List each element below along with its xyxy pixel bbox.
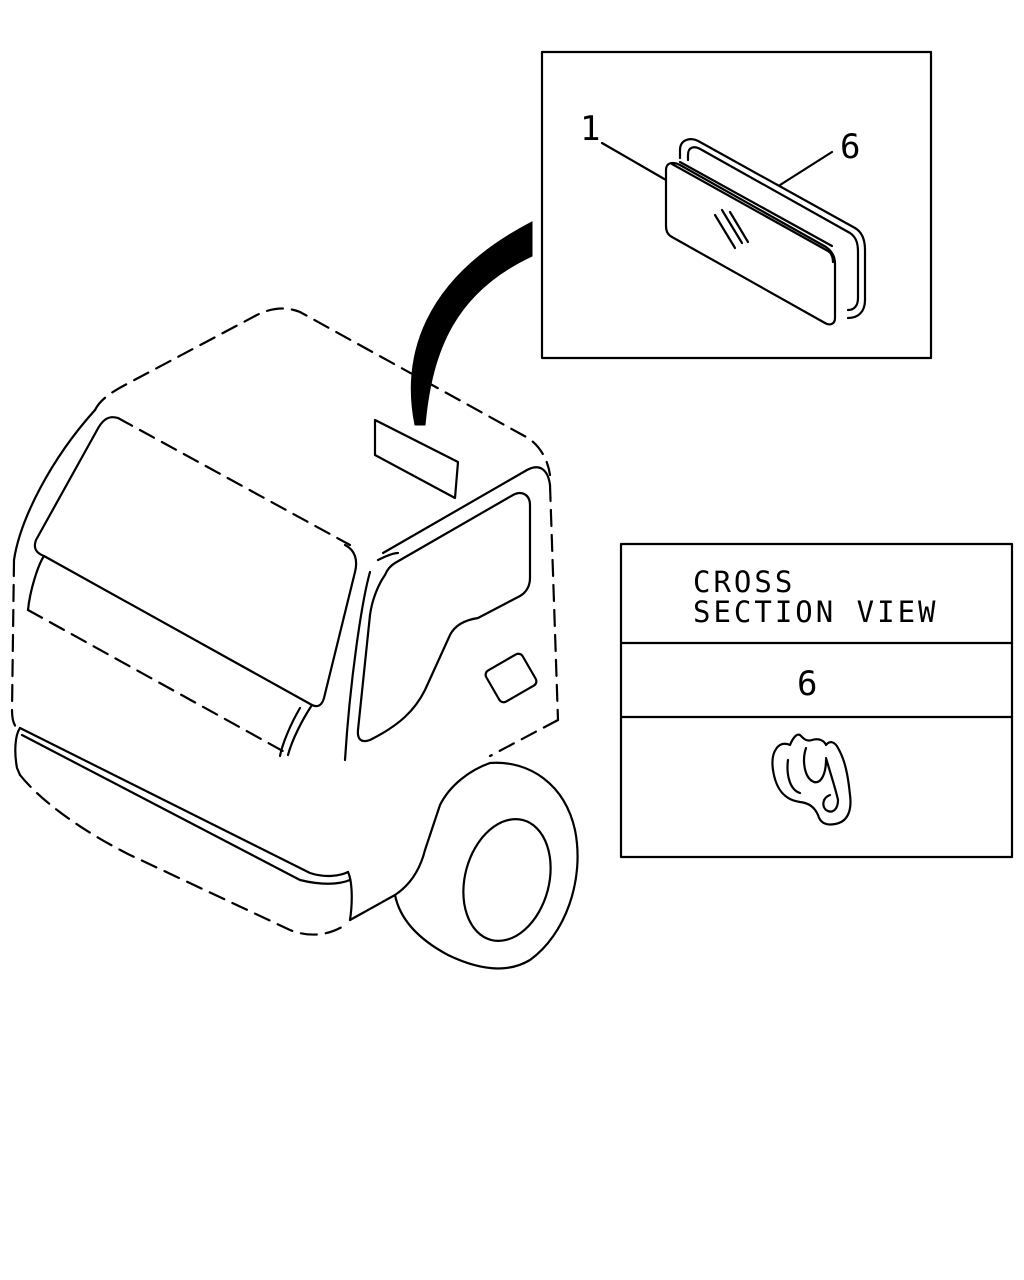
bumper-right-end	[346, 870, 353, 922]
door-window	[356, 491, 532, 743]
cab-top-front-edge	[116, 416, 352, 547]
detail-view-panel: 1 6	[540, 50, 933, 360]
seal-inner	[686, 146, 860, 312]
seal-profile-icon	[771, 733, 852, 826]
cross-section-table: CROSS SECTION VIEW 6	[619, 542, 1014, 859]
side-window-top-edge	[381, 466, 552, 555]
cab-roof-outline	[93, 307, 552, 477]
detail-leader-arc	[410, 221, 533, 426]
callout-leader-1	[600, 141, 668, 182]
seal-outer	[678, 138, 867, 320]
windshield-frame	[26, 554, 46, 612]
detail-view-frame	[540, 50, 933, 360]
cross-section-title-line1: CROSS	[693, 565, 795, 599]
door-lower-edge	[488, 718, 560, 758]
glass-pane	[664, 161, 837, 326]
callout-label-6: 6	[840, 127, 860, 167]
truck-cab-illustration	[10, 307, 579, 970]
glass-reflection-mark	[720, 208, 744, 245]
a-pillar	[343, 570, 372, 762]
front-bumper	[14, 726, 22, 777]
bumper-upper-edge	[18, 726, 350, 878]
bumper-top-edge	[20, 733, 352, 885]
callout-label-1: 1	[580, 109, 600, 149]
windshield-pillar	[286, 703, 314, 757]
cross-section-title-line2: SECTION VIEW	[693, 595, 939, 629]
front-wheel-rim	[462, 818, 552, 942]
cab-left-edge	[10, 558, 22, 732]
door-handle	[484, 652, 538, 704]
glass-edge-back	[678, 160, 834, 248]
body-lower-side	[348, 761, 492, 922]
bumper-lower-edge	[18, 773, 347, 936]
windshield-lower-edge	[26, 608, 292, 757]
front-tire-outer	[393, 761, 579, 970]
glass-edge	[670, 162, 835, 264]
a-pillar-inner	[376, 551, 400, 562]
seal-profile-icon-inner	[786, 746, 840, 813]
cab-front-upper-edge	[12, 408, 97, 562]
cross-section-part-number: 6	[797, 664, 817, 704]
cross-section-frame	[619, 542, 1014, 859]
glass-reflection-mark	[713, 213, 737, 250]
door-rear-edge	[548, 483, 560, 722]
windshield-pillar-inner	[278, 706, 302, 758]
callout-leader-6	[778, 150, 834, 187]
windshield	[33, 416, 358, 708]
roof-hatch-glass	[373, 418, 460, 500]
glass-reflection-mark	[728, 210, 750, 244]
